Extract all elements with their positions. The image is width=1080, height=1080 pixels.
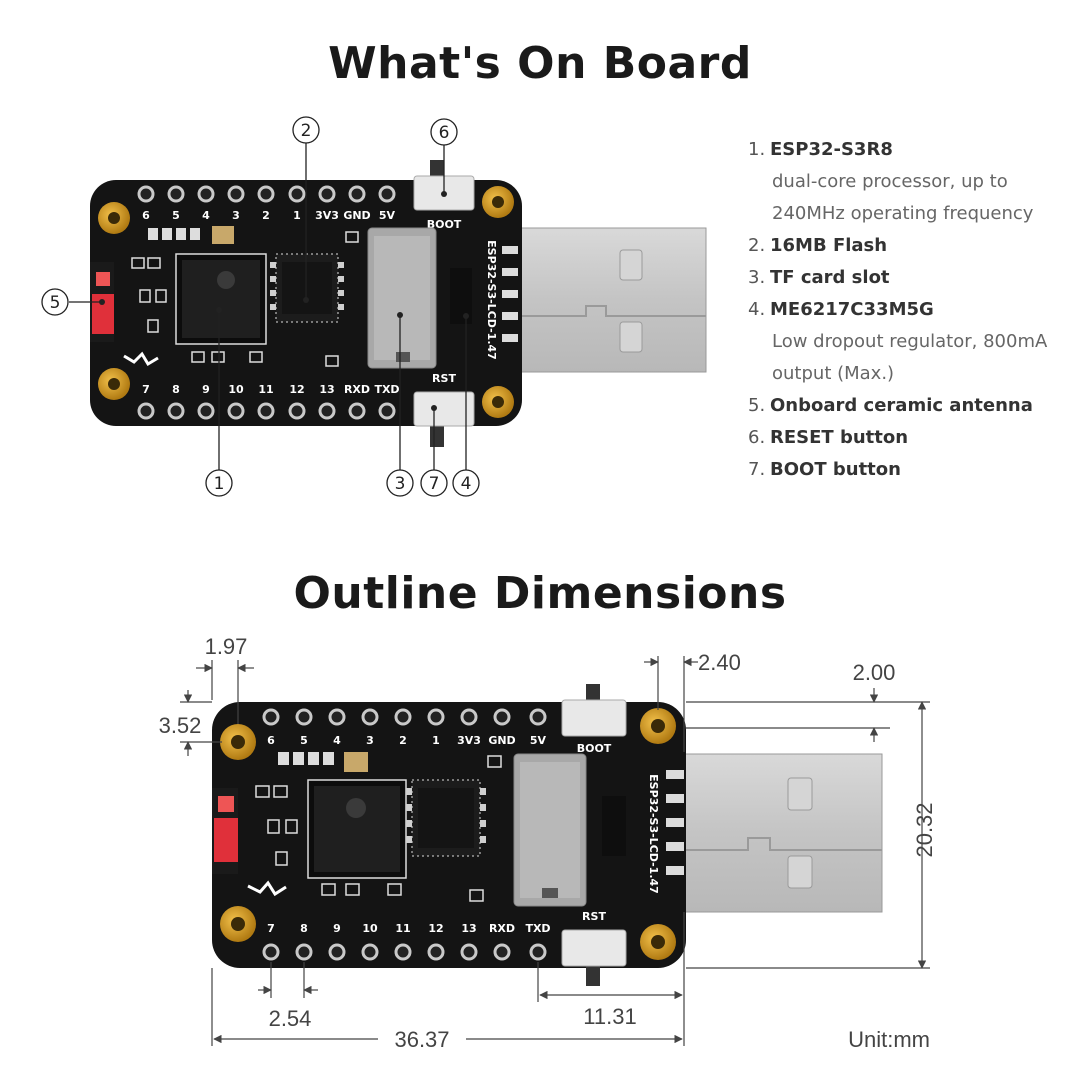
legend-desc: Low dropout regulator, 800mA <box>772 331 1048 352</box>
usb-plug <box>683 753 883 913</box>
pin-label: 8 <box>300 922 308 935</box>
legend-item: 1.ESP32-S3R8 <box>748 134 1068 166</box>
pin-label: 5 <box>300 734 308 747</box>
pin-label: TXD <box>374 383 399 396</box>
pin-label: 8 <box>172 383 180 396</box>
pin-label: 6 <box>267 734 275 747</box>
pin-label: 7 <box>142 383 150 396</box>
pin-label: 7 <box>267 922 275 935</box>
board-top-view: 6 5 4 3 2 1 3V3 GND 5V 7 8 9 10 11 12 13… <box>90 160 707 447</box>
dim-usb-hole-offset: 2.40 <box>698 650 741 675</box>
pin-label: 1 <box>293 209 301 222</box>
legend-desc: dual-core processor, up to <box>772 171 1008 192</box>
dim-height: 20.32 <box>912 802 937 857</box>
pin-label: 2 <box>262 209 270 222</box>
pin-label: 4 <box>333 734 341 747</box>
callout-5: 5 <box>50 293 61 313</box>
legend-name: RESET button <box>770 427 909 448</box>
pin-label: 6 <box>142 209 150 222</box>
legend-item: 3.TF card slot <box>748 262 1068 294</box>
pin-label: 10 <box>228 383 244 396</box>
pin-label: 1 <box>432 734 440 747</box>
dim-pitch: 2.54 <box>269 1006 312 1031</box>
model-label: ESP32-S3-LCD-1.47 <box>647 774 660 894</box>
callout-4: 4 <box>461 474 472 494</box>
legend-item: 4.ME6217C33M5G <box>748 294 1068 326</box>
callout-3: 3 <box>395 474 406 494</box>
legend-desc: output (Max.) <box>772 363 895 384</box>
pin-label: 13 <box>461 922 476 935</box>
legend-num: 6. <box>748 427 766 448</box>
legend-name: TF card slot <box>770 267 890 288</box>
legend-name: Onboard ceramic antenna <box>770 395 1033 416</box>
pin-label: RXD <box>344 383 370 396</box>
legend-item: 7.BOOT button <box>748 454 1068 486</box>
usb-plug <box>519 227 707 373</box>
pin-label: 5V <box>530 734 547 747</box>
boot-label: BOOT <box>427 218 462 231</box>
dim-hole-offset-x: 1.97 <box>205 634 248 659</box>
pin-label: 9 <box>333 922 341 935</box>
legend-num: 1. <box>748 139 766 160</box>
pin-label: 12 <box>289 383 304 396</box>
rst-button <box>413 391 475 427</box>
rst-label: RST <box>582 910 606 923</box>
boot-button <box>561 699 627 737</box>
component-legend: 1.ESP32-S3R8 dual-core processor, up to … <box>748 134 1068 486</box>
rst-label: RST <box>432 372 456 385</box>
model-label: ESP32-S3-LCD-1.47 <box>485 240 498 360</box>
section-title-on-board: What's On Board <box>328 38 752 89</box>
boot-label: BOOT <box>577 742 612 755</box>
rst-button <box>561 929 627 967</box>
pin-label: 3 <box>366 734 374 747</box>
callout-2: 2 <box>301 121 312 141</box>
unit-label: Unit:mm <box>848 1027 930 1052</box>
legend-item: 6.RESET button <box>748 422 1068 454</box>
callout-1: 1 <box>214 474 225 494</box>
callout-7: 7 <box>429 474 440 494</box>
legend-name: BOOT button <box>770 459 901 480</box>
pin-label: 2 <box>399 734 407 747</box>
pin-label: 12 <box>428 922 443 935</box>
dim-usb-offset: 2.00 <box>853 660 896 685</box>
board-dimension-view: 6 5 4 3 2 1 3V3 GND 5V 7 8 9 10 11 12 13… <box>212 684 883 986</box>
legend-name: ESP32-S3R8 <box>770 139 893 160</box>
callout-6: 6 <box>439 123 450 143</box>
ceramic-antenna <box>92 294 114 334</box>
pin-label: 9 <box>202 383 210 396</box>
pin-label: GND <box>488 734 515 747</box>
legend-item: 5.Onboard ceramic antenna <box>748 390 1068 422</box>
dim-hole-offset-y: 3.52 <box>159 713 202 738</box>
legend-num: 7. <box>748 459 766 480</box>
pin-label: 5 <box>172 209 180 222</box>
pin-label: 11 <box>258 383 273 396</box>
ceramic-antenna <box>214 818 238 862</box>
pin-label: 13 <box>319 383 334 396</box>
legend-num: 4. <box>748 299 766 320</box>
pin-label: RXD <box>489 922 515 935</box>
pin-label: 3V3 <box>315 209 339 222</box>
pin-label: GND <box>343 209 370 222</box>
legend-name: 16MB Flash <box>770 235 888 256</box>
section-title-dimensions: Outline Dimensions <box>293 568 787 619</box>
pin-label: 10 <box>362 922 378 935</box>
legend-num: 3. <box>748 267 766 288</box>
dim-length: 36.37 <box>394 1027 449 1052</box>
pin-label: TXD <box>525 922 550 935</box>
pin-label: 5V <box>379 209 396 222</box>
pin-label: 3 <box>232 209 240 222</box>
legend-num: 5. <box>748 395 766 416</box>
dim-usb-length: 11.31 <box>583 1004 636 1029</box>
legend-num: 2. <box>748 235 766 256</box>
pin-label: 3V3 <box>457 734 481 747</box>
pin-label: 11 <box>395 922 410 935</box>
legend-desc: 240MHz operating frequency <box>772 203 1034 224</box>
legend-item: 2.16MB Flash <box>748 230 1068 262</box>
pin-label: 4 <box>202 209 210 222</box>
legend-name: ME6217C33M5G <box>770 299 934 320</box>
